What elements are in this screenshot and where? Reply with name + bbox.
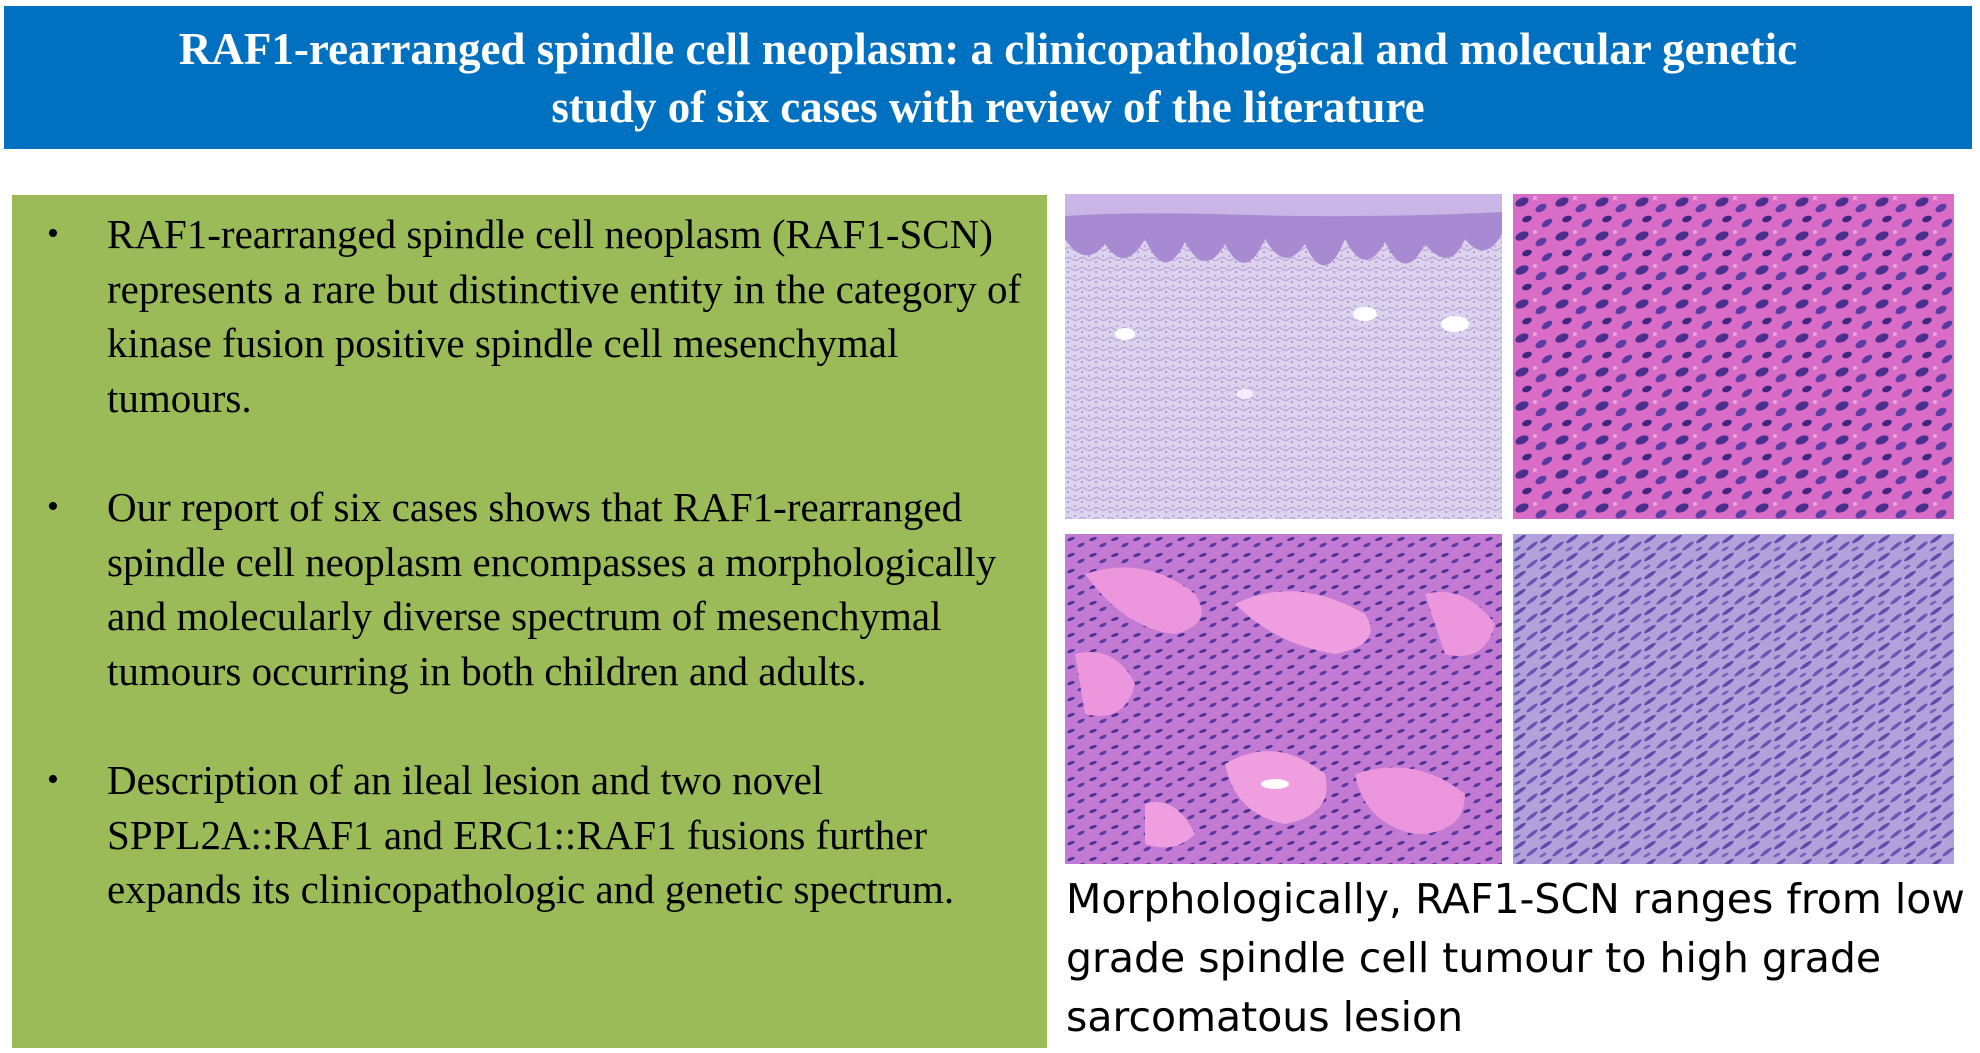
bullet-text: Description of an ileal lesion and two n… bbox=[107, 757, 955, 912]
page-title: RAF1-rearranged spindle cell neoplasm: a… bbox=[179, 20, 1797, 136]
histology-image-low-power bbox=[1065, 194, 1502, 519]
title-banner: RAF1-rearranged spindle cell neoplasm: a… bbox=[4, 6, 1972, 149]
summary-panel: • RAF1-rearranged spindle cell neoplasm … bbox=[12, 195, 1047, 1048]
bullet-marker: • bbox=[47, 761, 59, 798]
bullet-item-3: • Description of an ileal lesion and two… bbox=[32, 753, 1027, 917]
title-line-2: study of six cases with review of the li… bbox=[551, 81, 1425, 132]
bullet-item-2: • Our report of six cases shows that RAF… bbox=[32, 480, 1027, 698]
histology-image-hyalinized bbox=[1065, 534, 1502, 864]
bullet-marker: • bbox=[47, 215, 59, 252]
bullet-marker: • bbox=[47, 488, 59, 525]
figure-caption: Morphologically, RAF1-SCN ranges from lo… bbox=[1066, 875, 1965, 1041]
histology-image-spindle bbox=[1513, 534, 1954, 864]
bullet-text: Our report of six cases shows that RAF1-… bbox=[107, 484, 997, 694]
bullet-text: RAF1-rearranged spindle cell neoplasm (R… bbox=[107, 211, 1022, 421]
title-line-1: RAF1-rearranged spindle cell neoplasm: a… bbox=[178, 23, 1798, 74]
histology-image-high-grade bbox=[1513, 194, 1954, 519]
bullet-item-1: • RAF1-rearranged spindle cell neoplasm … bbox=[32, 207, 1027, 425]
